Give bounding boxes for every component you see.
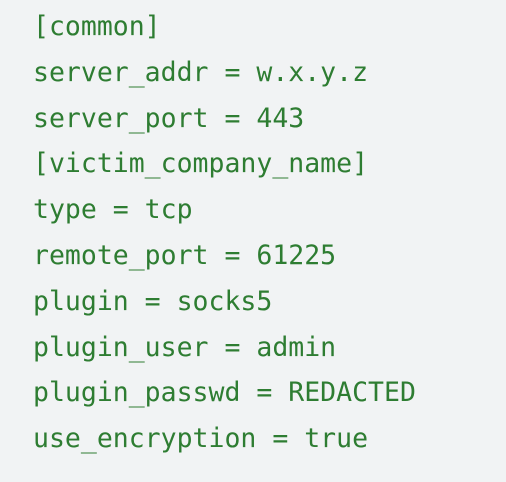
config-line-plugin: plugin = socks5 bbox=[33, 285, 273, 317]
config-line-plugin-user: plugin_user = admin bbox=[33, 331, 337, 363]
config-line-remote-port: remote_port = 61225 bbox=[33, 239, 337, 271]
config-code-block: [common] server_addr = w.x.y.z server_po… bbox=[33, 4, 416, 462]
section-header-common: [common] bbox=[33, 11, 161, 42]
config-line-plugin-passwd: plugin_passwd = REDACTED bbox=[33, 377, 416, 409]
config-line-server-addr: server_addr = w.x.y.z bbox=[33, 56, 369, 88]
config-line-use-encryption: use_encryption = true bbox=[33, 423, 369, 455]
config-line-type: type = tcp bbox=[33, 194, 193, 226]
config-line-server-port: server_port = 443 bbox=[33, 102, 305, 134]
section-header-victim-company: [victim_company_name] bbox=[33, 148, 369, 180]
